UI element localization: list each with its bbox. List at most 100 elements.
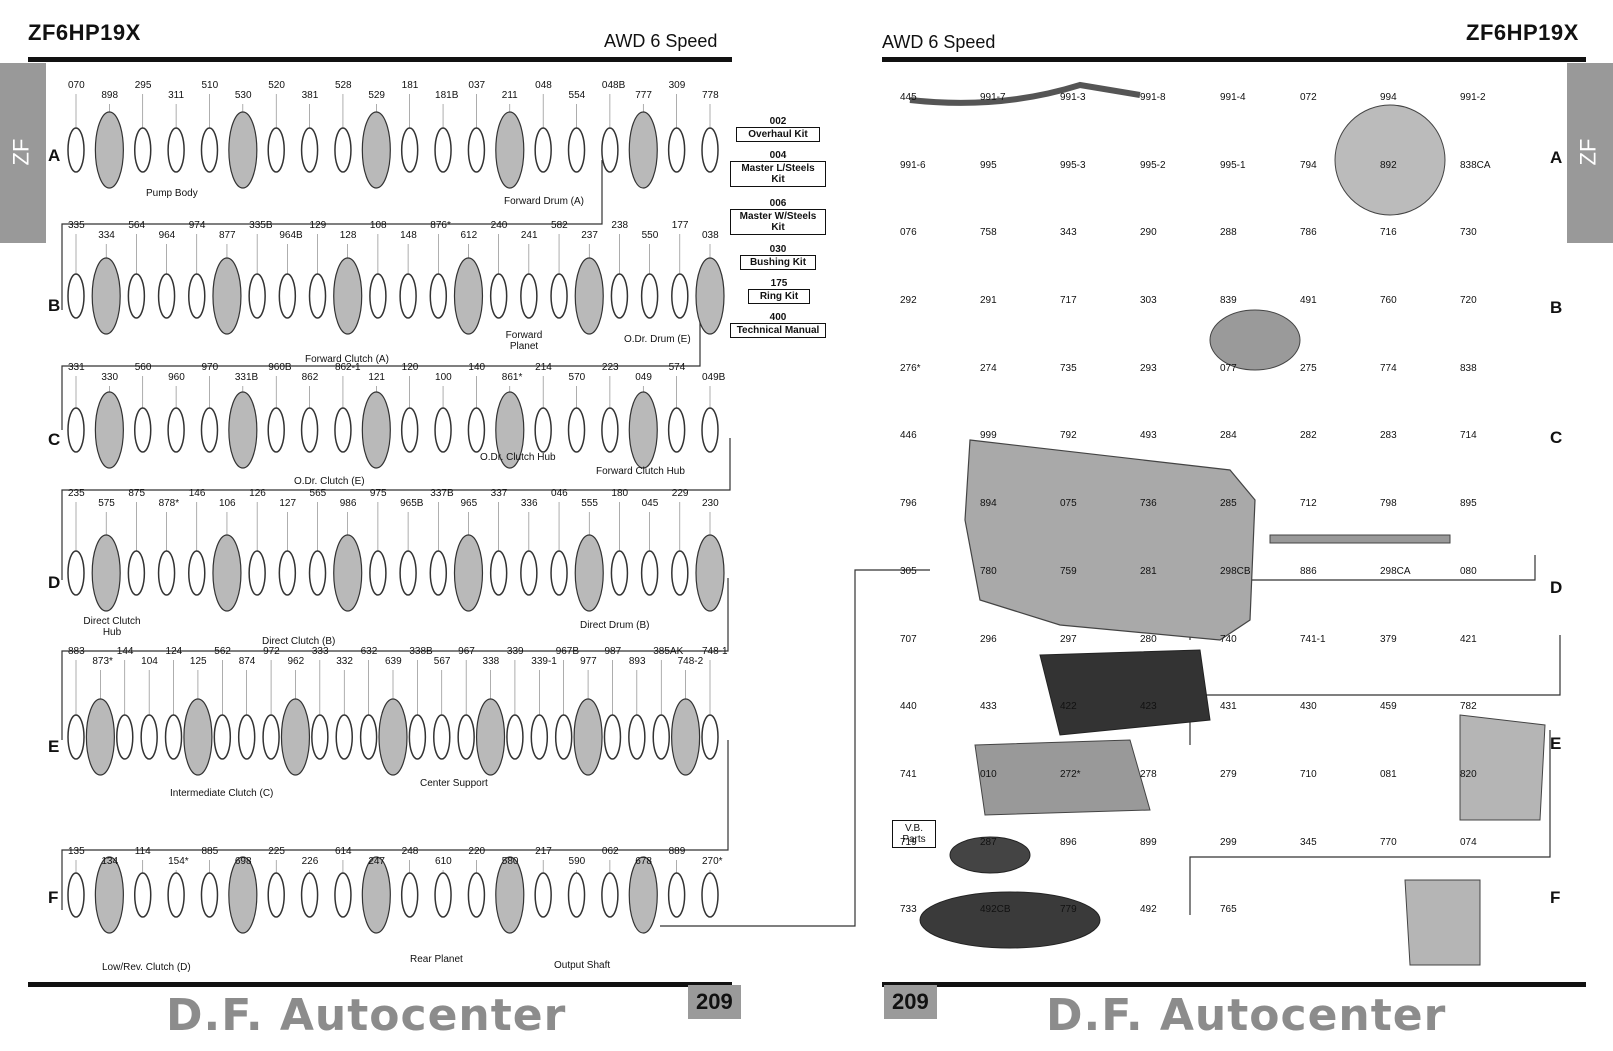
part-label-e-15: 567 (433, 656, 451, 667)
right-part-label-87: 820 (1460, 768, 1477, 780)
part-shape-d-12 (429, 550, 448, 596)
part-shape-c-18 (667, 407, 686, 453)
part-label-a-6: 520 (268, 80, 285, 91)
part-label-d-5: 106 (218, 498, 236, 509)
part-shape-a-2 (133, 127, 152, 173)
left-side-tab: ZF (0, 63, 46, 243)
right-part-label-22: 716 (1380, 227, 1397, 239)
kit-master-w-label: Master W/Steels Kit (730, 209, 826, 235)
right-page-title: ZF6HP19X (1466, 20, 1579, 45)
part-label-b-14: 240 (490, 220, 508, 231)
right-part-label-66: 297 (1060, 633, 1077, 645)
part-label-e-18: 339 (506, 646, 524, 657)
part-shape-b-3 (157, 273, 176, 319)
left-page-number: 209 (688, 985, 741, 1019)
left-header-rule (28, 57, 732, 62)
right-part-label-79: 782 (1460, 701, 1477, 713)
part-shape-b-14 (489, 273, 508, 319)
right-part-label-20: 288 (1220, 227, 1237, 239)
part-label-c-3: 960 (168, 372, 185, 383)
part-label-b-2: 564 (128, 220, 146, 231)
part-shape-a-16 (601, 127, 619, 173)
part-label-f-11: 610 (435, 856, 452, 867)
kit-bushing-number: 030 (769, 244, 787, 255)
part-shape-e-10 (311, 714, 329, 760)
part-shape-f-19 (701, 872, 719, 918)
right-part-label-18: 343 (1060, 227, 1077, 239)
left-row-a: A (48, 146, 61, 165)
part-shape-f-10 (400, 872, 419, 918)
kit-master-w-steels: 006 Master W/Steels Kit (730, 198, 826, 235)
caption-direct-drum: Direct Drum (B) (580, 620, 650, 631)
left-page-subtitle: AWD 6 Speed (604, 31, 718, 51)
part-label-c-12: 140 (468, 362, 486, 373)
part-label-e-9: 962 (287, 656, 305, 667)
part-label-c-7: 862 (301, 372, 319, 383)
part-label-a-17: 777 (635, 90, 652, 101)
right-part-label-6: 994 (1380, 92, 1397, 103)
part-shape-e-6 (213, 714, 232, 760)
part-label-e-24: 385AK (653, 646, 684, 657)
right-part-label-80: 741 (900, 768, 917, 780)
right-part-label-3: 991-8 (1140, 92, 1166, 103)
part-shape-d-4 (188, 550, 206, 596)
part-label-d-12: 337B (430, 488, 454, 499)
kit-ring: 175 Ring Kit (748, 278, 810, 304)
part-shape-d-0 (67, 550, 85, 596)
part-shape-d-13 (453, 534, 484, 612)
part-shape-a-8 (334, 127, 352, 173)
right-part-label-19: 290 (1140, 227, 1157, 239)
part-shape-b-7 (278, 273, 297, 319)
part-shape-f-15 (567, 872, 586, 918)
right-part-label-81: 010 (980, 768, 997, 780)
part-shape-f-17 (628, 856, 658, 934)
part-label-b-17: 237 (581, 230, 598, 241)
part-label-a-14: 048 (535, 80, 552, 91)
right-part-label-93: 345 (1300, 836, 1317, 848)
right-footer-rule (882, 982, 1586, 987)
right-part-label-48: 796 (900, 498, 917, 510)
part-label-a-19: 778 (702, 90, 719, 101)
part-shape-a-9 (361, 111, 391, 189)
part-label-d-21: 230 (702, 498, 719, 509)
part-label-f-0: 135 (68, 846, 85, 857)
part-shape-e-16 (457, 714, 475, 760)
right-part-label-52: 285 (1220, 498, 1237, 510)
part-label-f-3: 154* (168, 856, 189, 867)
right-part-label-38: 774 (1380, 362, 1397, 374)
left-row-f: F (48, 888, 59, 907)
part-shape-a-5 (228, 111, 258, 189)
part-label-e-12: 632 (360, 646, 378, 657)
right-part-label-74: 422 (1060, 701, 1077, 713)
part-shape-c-17 (628, 391, 658, 469)
part-label-e-7: 874 (238, 656, 256, 667)
part-shape-f-13 (495, 856, 525, 934)
part-label-f-1: 134 (101, 856, 119, 867)
ring-gear (1209, 309, 1301, 371)
right-part-label-24: 292 (900, 295, 917, 307)
caption-forward-clutch-hub: Forward Clutch Hub (596, 466, 685, 477)
right-part-label-99: 492 (1140, 904, 1157, 916)
part-shape-a-3 (167, 127, 185, 173)
right-part-label-85: 710 (1300, 768, 1317, 780)
right-part-label-96: 733 (900, 904, 917, 916)
right-part-label-92: 299 (1220, 836, 1237, 848)
right-part-label-2: 991-3 (1060, 92, 1086, 103)
part-label-c-10: 120 (401, 362, 419, 373)
part-label-e-25: 748-2 (677, 656, 704, 667)
part-label-b-12: 876* (430, 220, 451, 231)
part-shape-c-10 (400, 407, 419, 453)
right-part-label-32: 276* (900, 362, 921, 374)
part-label-f-13: 580 (501, 856, 519, 867)
part-shape-d-17 (574, 534, 604, 612)
part-label-f-16: 062 (601, 846, 619, 857)
part-shape-f-3 (167, 872, 185, 918)
part-label-d-13: 965 (460, 498, 478, 509)
part-shape-b-9 (333, 257, 363, 335)
part-label-f-18: 889 (668, 846, 686, 857)
part-shape-c-2 (133, 407, 152, 453)
right-part-label-47: 714 (1460, 430, 1477, 442)
part-shape-c-16 (601, 407, 619, 453)
part-shape-e-26 (701, 714, 719, 760)
right-part-label-5: 072 (1300, 92, 1317, 103)
